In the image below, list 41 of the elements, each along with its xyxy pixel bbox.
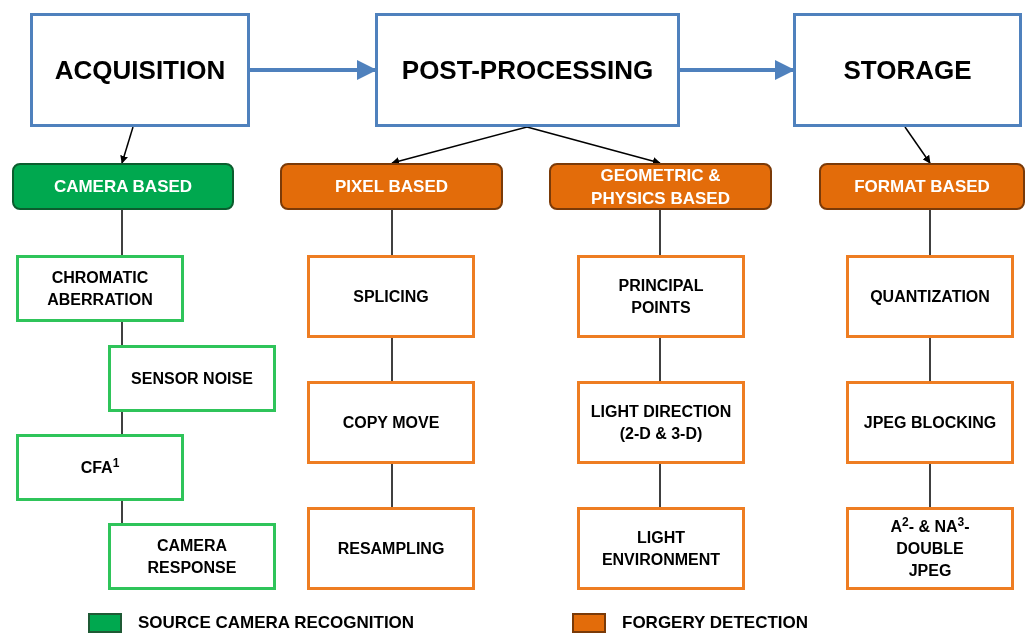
arrow	[526, 126, 661, 165]
method-box: COPY MOVE	[307, 381, 475, 464]
arrow	[680, 60, 795, 80]
method-box: PRINCIPAL POINTS	[577, 255, 745, 338]
method-box: A$^{2}$- & NA$^{3}$- DOUBLE JPEG	[846, 507, 1014, 590]
connector-line	[659, 337, 661, 382]
connector-line	[391, 463, 393, 508]
stage-box: ACQUISITION	[30, 13, 250, 127]
method-box: CAMERA RESPONSE	[108, 523, 276, 590]
connector-line	[659, 209, 661, 256]
method-box: JPEG BLOCKING	[846, 381, 1014, 464]
connector-line	[391, 209, 393, 256]
category-box: FORMAT BASED	[819, 163, 1025, 210]
category-box: PIXEL BASED	[280, 163, 503, 210]
category-box: CAMERA BASED	[12, 163, 234, 210]
connector-line	[121, 321, 123, 346]
method-box: SPLICING	[307, 255, 475, 338]
arrow	[250, 60, 377, 80]
connector-line	[929, 209, 931, 256]
method-box: QUANTIZATION	[846, 255, 1014, 338]
method-box: RESAMPLING	[307, 507, 475, 590]
connector-line	[121, 411, 123, 435]
connector-line	[121, 500, 123, 524]
method-box: CFA$^{1}$	[16, 434, 184, 501]
legend-label: SOURCE CAMERA RECOGNITION	[138, 612, 415, 634]
method-box: LIGHT DIRECTION (2-D & 3-D)	[577, 381, 745, 464]
connector-line	[929, 337, 931, 382]
stage-box: POST-PROCESSING	[375, 13, 680, 127]
category-box: GEOMETRIC & PHYSICS BASED	[549, 163, 772, 210]
arrow	[904, 126, 931, 164]
connector-line	[659, 463, 661, 508]
arrow	[391, 126, 528, 165]
method-box: SENSOR NOISE	[108, 345, 276, 412]
arrow	[120, 126, 134, 164]
connector-line	[391, 337, 393, 382]
method-box: CHROMATIC ABERRATION	[16, 255, 184, 322]
connector-line	[121, 209, 123, 256]
legend-label: FORGERY DETECTION	[622, 612, 809, 634]
method-box: LIGHT ENVIRONMENT	[577, 507, 745, 590]
stage-box: STORAGE	[793, 13, 1022, 127]
connector-line	[929, 463, 931, 508]
